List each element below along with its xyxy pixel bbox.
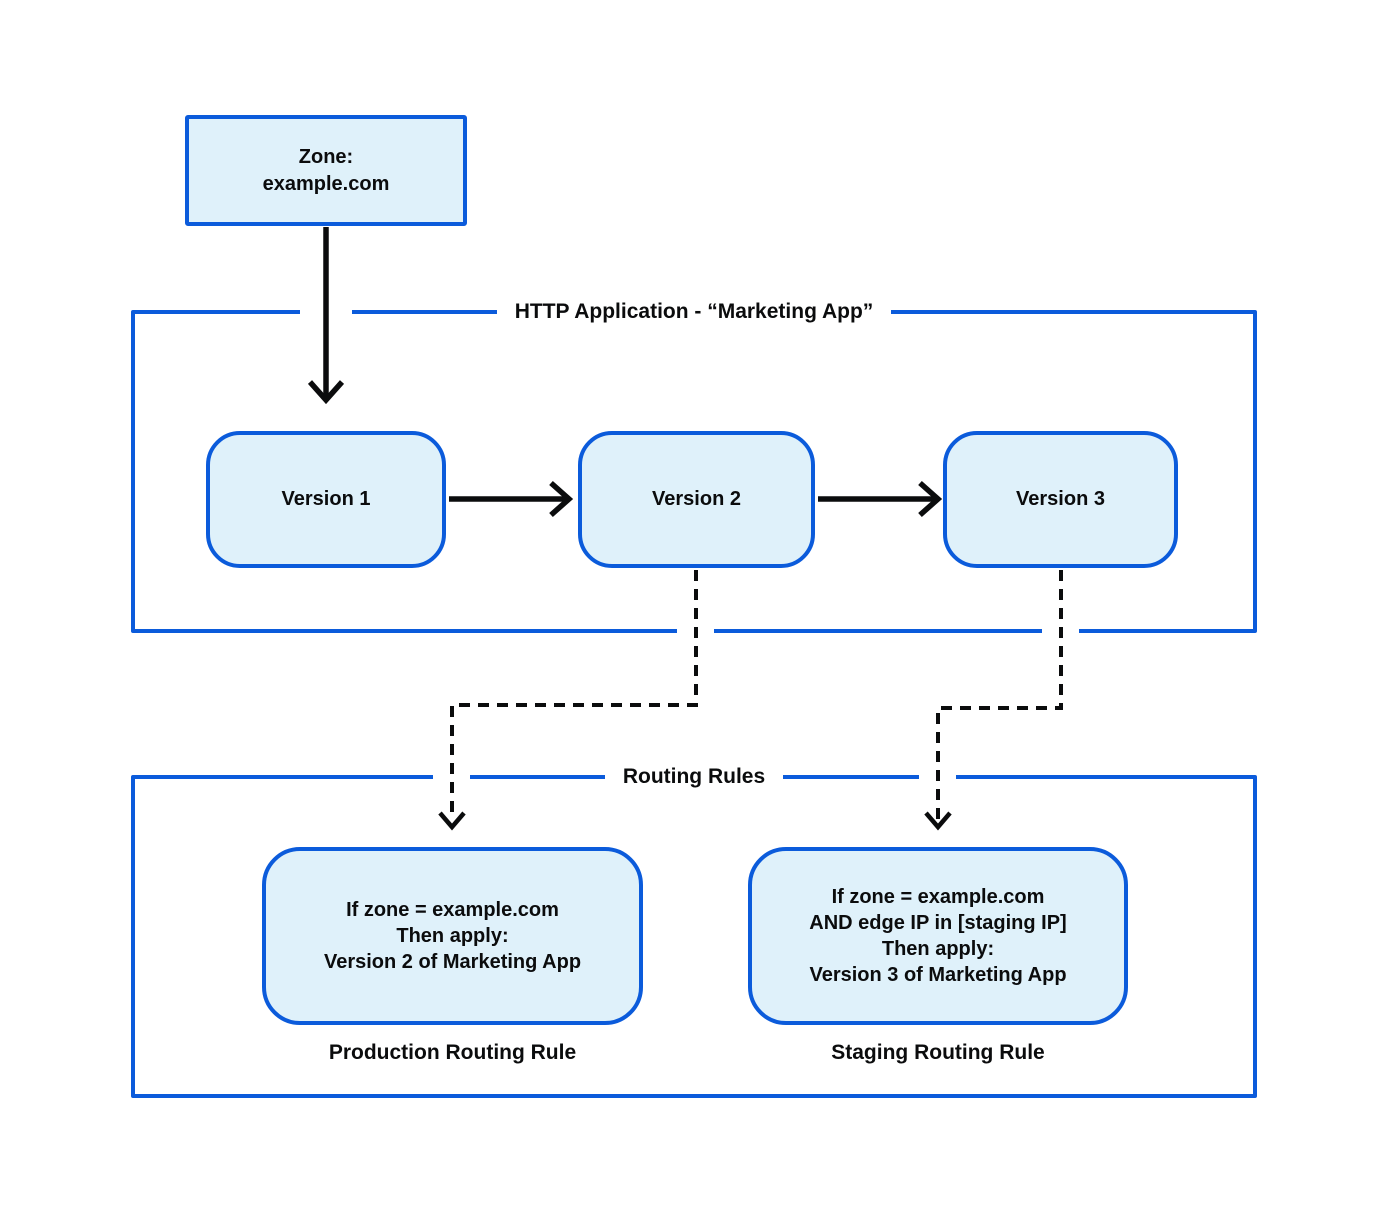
- zone-box: Zone: example.com: [185, 115, 467, 226]
- version-3-box: Version 3: [943, 431, 1178, 568]
- routing-rules-title-row: Routing Rules: [131, 764, 1257, 790]
- version-2-box: Version 2: [578, 431, 815, 568]
- production-routing-rule-box: If zone = example.com Then apply: Versio…: [262, 847, 643, 1025]
- version-1-box: Version 1: [206, 431, 446, 568]
- staging-routing-rule-box: If zone = example.com AND edge IP in [st…: [748, 847, 1128, 1025]
- routing-rules-title: Routing Rules: [604, 764, 784, 790]
- staging-routing-rule-caption: Staging Routing Rule: [831, 1041, 1045, 1064]
- production-routing-rule-caption: Production Routing Rule: [328, 1041, 577, 1064]
- http-application-title-row: HTTP Application - “Marketing App”: [131, 299, 1257, 325]
- http-application-title: HTTP Application - “Marketing App”: [496, 299, 892, 325]
